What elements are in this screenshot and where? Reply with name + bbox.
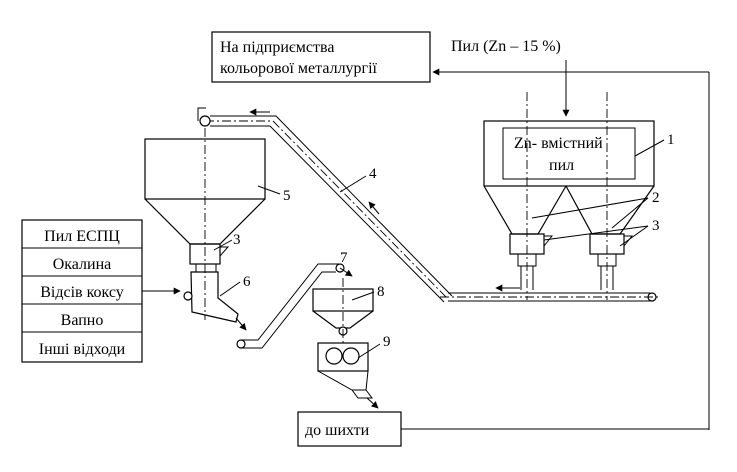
input-item: Інші відходи [39, 341, 126, 358]
dust-zn-label: Пил (Zn – 15 %) [451, 38, 561, 55]
callout-2: 2 [652, 190, 660, 206]
callout-4: 4 [369, 166, 377, 182]
input-item: Вапно [61, 312, 104, 329]
zn-dust-label-line1: Zn- вмістний [514, 135, 603, 152]
callout-8: 8 [377, 284, 385, 300]
enterprise-box: На підприємства кольорової металлургії [211, 31, 431, 83]
enterprise-label-line1: На підприємства [220, 39, 334, 56]
callout-3-left: 3 [233, 232, 241, 248]
to-charge-box: до шихти [297, 411, 709, 447]
input-item: Окалина [53, 256, 112, 273]
callout-3-right: 3 [652, 218, 660, 234]
callout-leaders [213, 139, 665, 359]
mixer-6 [183, 271, 247, 331]
small-conveyor-7 [236, 263, 353, 349]
bottom-conveyor [440, 284, 660, 302]
input-item: Відсів коксу [40, 284, 124, 301]
callout-5: 5 [283, 188, 291, 204]
inclined-conveyor [197, 107, 453, 303]
zn-dust-label-line2: пил [549, 157, 574, 174]
callout-numbers: 1 2 3 3 4 5 6 7 8 9 [233, 132, 675, 350]
callout-7: 7 [340, 250, 348, 266]
roll-crusher-9 [317, 342, 379, 409]
to-charge-label: до шихти [305, 422, 370, 439]
input-item: Пил ЕСПЦ [44, 228, 120, 245]
input-materials-list: Пил ЕСПЦ Окалина Відсів коксу Вапно Інші… [21, 219, 181, 363]
enterprise-label-line2: кольорової металлургії [220, 60, 378, 77]
callout-1: 1 [667, 132, 675, 148]
callout-9: 9 [383, 334, 391, 350]
hopper-8 [312, 278, 374, 345]
callout-6: 6 [243, 274, 251, 290]
zn-dust-bunker: Zn- вмістний пил [483, 92, 655, 300]
